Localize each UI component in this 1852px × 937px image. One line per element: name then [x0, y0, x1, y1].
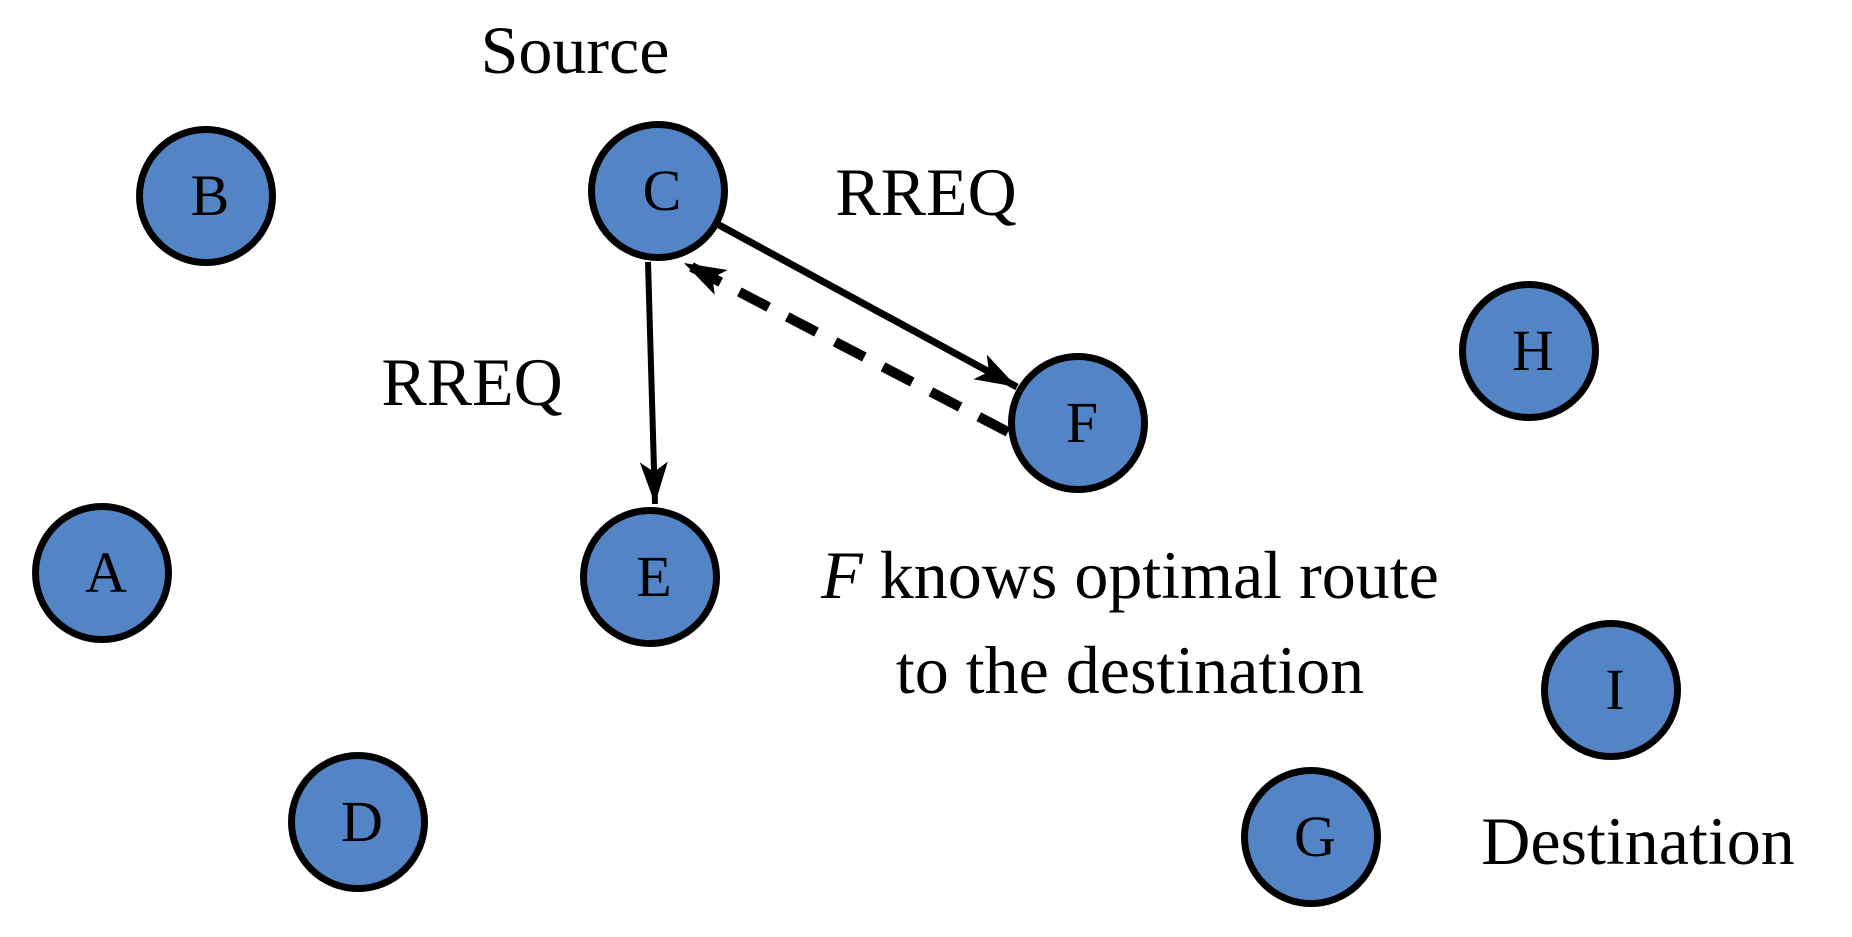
node-label-C: C — [642, 158, 682, 223]
rreq-label-left: RREQ — [381, 344, 563, 420]
node-C: C — [588, 121, 728, 261]
node-D: D — [288, 752, 428, 892]
node-I: I — [1541, 620, 1681, 760]
node-E: E — [580, 507, 720, 647]
edge-rreq-c-to-f — [717, 221, 1019, 391]
node-H: H — [1459, 281, 1599, 421]
node-label-G: G — [1294, 804, 1336, 869]
node-label-A: A — [85, 540, 127, 605]
node-G: G — [1241, 767, 1381, 907]
note-line2: to the destination — [895, 632, 1365, 708]
node-label-E: E — [636, 544, 672, 609]
rreq-label-top: RREQ — [835, 154, 1017, 230]
node-label-F: F — [1065, 390, 1099, 455]
edge-reply-f-to-c — [681, 258, 1011, 437]
source-label: Source — [480, 12, 670, 88]
node-A: A — [32, 503, 172, 643]
note-node-f-ref: F — [821, 537, 863, 613]
note-line1-text: knows optimal route — [862, 537, 1439, 613]
optimal-route-note: F knows optimal route to the destination — [821, 528, 1439, 718]
node-label-H: H — [1512, 318, 1554, 383]
node-label-D: D — [341, 789, 383, 854]
node-F: F — [1008, 353, 1148, 493]
node-label-I: I — [1605, 657, 1625, 722]
edge-rreq-c-to-e — [639, 261, 668, 505]
node-B: B — [136, 126, 276, 266]
note-line1: F knows optimal route — [821, 528, 1439, 623]
destination-label: Destination — [1481, 803, 1795, 879]
node-label-B: B — [190, 163, 230, 228]
